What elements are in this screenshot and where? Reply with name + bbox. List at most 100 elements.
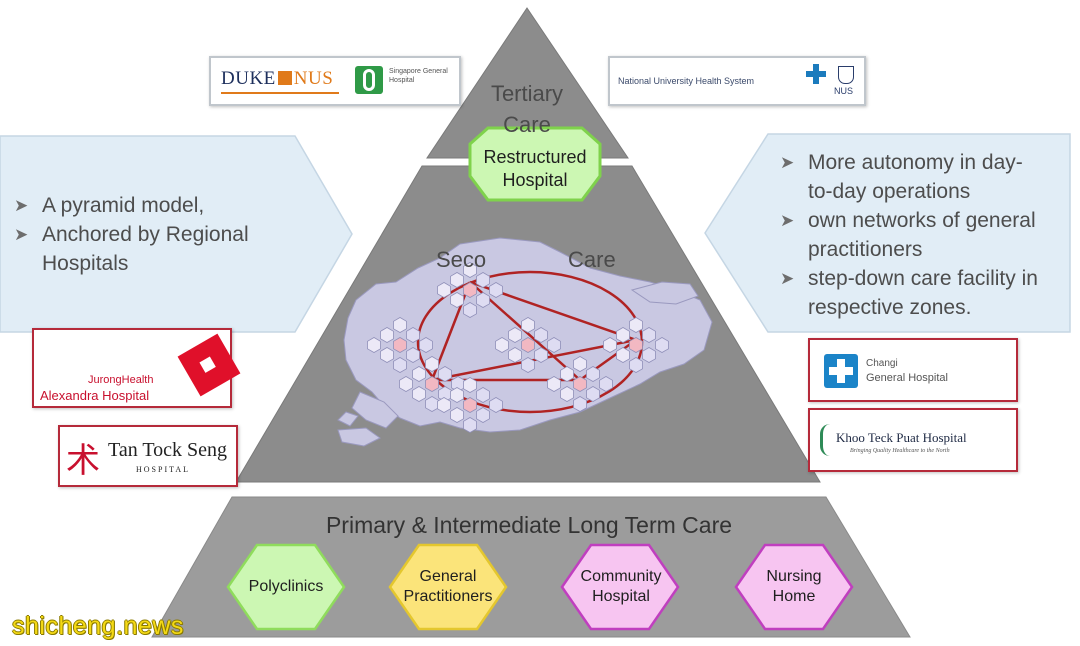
map-hex xyxy=(425,396,439,412)
map-hex xyxy=(616,327,630,343)
bullet-arrow-icon: ➤ xyxy=(14,196,29,215)
restructured-line1: Restructured xyxy=(483,147,587,167)
left-bullet-1: ➤ A pyramid model, xyxy=(10,191,300,220)
map-hex xyxy=(521,317,535,333)
map-hex xyxy=(419,337,433,353)
map-hex xyxy=(489,397,503,413)
map-hex xyxy=(586,386,600,402)
primary-hexes xyxy=(226,543,854,631)
tertiary-label-line1: Tertiary xyxy=(490,81,564,106)
changi-cross-icon xyxy=(824,354,858,388)
changi-logo: Changi General Hospital xyxy=(808,338,1018,402)
right-bullet-3: ➤ step-down care facility in respective … xyxy=(776,264,1076,322)
sgh-icon xyxy=(355,66,383,94)
primary-hex-3 xyxy=(734,543,854,631)
map-hex xyxy=(412,386,426,402)
sgh-name: Singapore General Hospital xyxy=(389,68,448,84)
nuhs-cross-icon xyxy=(806,64,826,84)
right-bullet-3-line2: respective zones. xyxy=(808,296,972,319)
left-bullet-2: ➤ Anchored by Regional Hospitals xyxy=(10,220,300,278)
map-hex xyxy=(450,407,464,423)
map-hex xyxy=(476,272,490,288)
map-hex xyxy=(603,337,617,353)
map-hex xyxy=(547,337,561,353)
map-hex xyxy=(629,337,643,353)
bullet-arrow-icon: ➤ xyxy=(14,225,29,244)
primary-hex-1 xyxy=(388,543,508,631)
map-hex xyxy=(437,397,451,413)
map-hex xyxy=(599,376,613,392)
right-callout-shape xyxy=(704,133,1071,333)
map-hex xyxy=(393,337,407,353)
nursing-line1: Nursing xyxy=(766,568,822,585)
jurong-line2: Alexandra Hospital xyxy=(40,388,150,403)
primary-tier-label: Primary & Intermediate Long Term Care xyxy=(325,512,733,538)
map-hex xyxy=(425,376,439,392)
map-hex xyxy=(438,366,452,382)
nuhs-logo: National University Health System NUS xyxy=(608,56,866,106)
ktph-line2: Bringing Quality Healthcare to the North xyxy=(850,448,950,454)
tertiary-label: Tertiary Care xyxy=(468,78,586,140)
map-hex xyxy=(463,302,477,318)
map-hex xyxy=(425,356,439,372)
secondary-label-left: Seco xyxy=(436,247,487,272)
restructured-line2: Hospital xyxy=(502,170,568,190)
map-hex xyxy=(629,317,643,333)
duke-text: DUKE xyxy=(221,68,276,89)
map-hex xyxy=(476,407,490,423)
nuhs-nus: NUS xyxy=(834,86,854,96)
map-hex xyxy=(393,317,407,333)
map-hex xyxy=(463,262,477,278)
map-hex xyxy=(437,282,451,298)
jurong-health-logo: JurongHealth Alexandra Hospital xyxy=(32,328,241,408)
map-hex xyxy=(367,337,381,353)
duke-underline xyxy=(221,92,339,94)
ttsh-line2: HOSPITAL xyxy=(136,465,191,474)
polyclinics-line1: Polyclinics xyxy=(248,578,324,595)
map-hex xyxy=(655,337,669,353)
map-hex xyxy=(508,347,522,363)
left-bullet-2-text: Anchored by Regional xyxy=(42,223,249,246)
gp-line2: Practitioners xyxy=(403,588,493,605)
general-practitioners-label: General Practitioners xyxy=(392,562,504,612)
map-hex xyxy=(573,396,587,412)
gp-line1: General xyxy=(419,568,477,585)
map-hex xyxy=(521,337,535,353)
map-hex xyxy=(476,292,490,308)
changi-line2: General Hospital xyxy=(866,372,948,384)
plus-icon xyxy=(277,71,292,85)
map-hex xyxy=(560,386,574,402)
right-bullet-3-line1: step-down care facility in xyxy=(808,267,1038,290)
nursing-line2: Home xyxy=(772,588,816,605)
map-hex xyxy=(393,357,407,373)
left-callout-text: ➤ A pyramid model, ➤ Anchored by Regiona… xyxy=(10,191,300,278)
map-hex xyxy=(495,337,509,353)
map-hex xyxy=(642,327,656,343)
ttsh-logo: 术 Tan Tock Seng HOSPITAL xyxy=(58,425,238,487)
map-hex xyxy=(534,347,548,363)
secondary-label-right: Care xyxy=(568,247,616,272)
primary-hex-2 xyxy=(560,543,680,631)
map-hex xyxy=(534,327,548,343)
map-hex xyxy=(560,366,574,382)
nuhs-name: National University Health System xyxy=(618,76,755,86)
jurong-line1: JurongHealth xyxy=(88,374,154,386)
tertiary-label-line2: Care xyxy=(503,112,551,137)
right-bullet-1-line2: to-day operations xyxy=(808,180,971,203)
map-hex xyxy=(406,327,420,343)
map-hex xyxy=(489,282,503,298)
primary-hex-0 xyxy=(226,543,346,631)
changi-line1: Changi xyxy=(866,358,898,369)
map-hex xyxy=(412,366,426,382)
community-line1: Community xyxy=(580,568,662,585)
restructured-hospital-hex xyxy=(468,126,602,202)
right-bullet-1: ➤ More autonomy in day- to-day operation… xyxy=(776,148,1076,206)
map-hex xyxy=(547,376,561,392)
right-bullet-2-line2: practitioners xyxy=(808,238,923,261)
ktph-line1: Khoo Teck Puat Hospital xyxy=(836,430,967,445)
nus-crest-icon xyxy=(838,66,854,84)
map-hex xyxy=(629,357,643,373)
map-hex xyxy=(406,347,420,363)
